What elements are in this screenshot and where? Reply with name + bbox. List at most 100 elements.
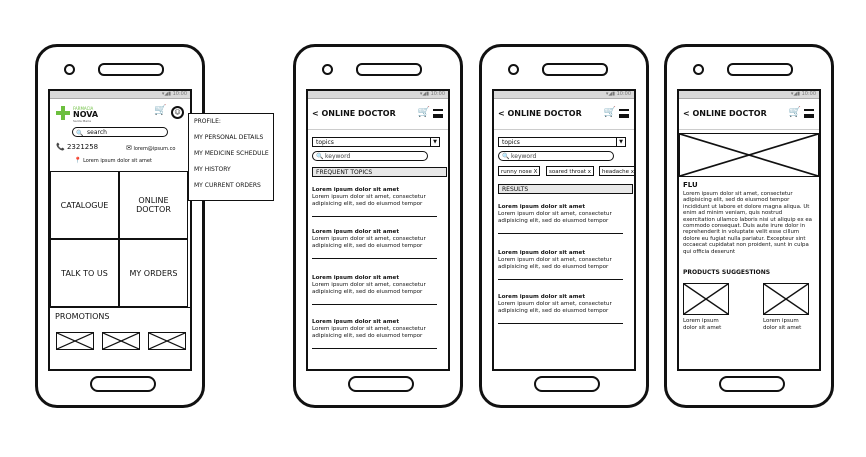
pin-icon: 📍 — [74, 157, 82, 164]
tile-my-orders[interactable]: MY ORDERS — [119, 239, 188, 307]
speaker-icon — [356, 63, 422, 76]
article-body: Lorem ipsum dolor sit amet, consectetur … — [498, 257, 612, 270]
product-caption[interactable]: Lorem ipsum dolor sit amet — [763, 318, 802, 331]
article-title: Lorem ipsum dolor sit amet — [312, 319, 399, 325]
cart-icon[interactable]: 🛒 — [788, 107, 801, 118]
back-icon[interactable]: < — [683, 109, 690, 118]
page-title[interactable]: < ONLINE DOCTOR — [312, 109, 396, 118]
topics-value: topics — [316, 139, 334, 146]
promo-image-placeholder[interactable] — [148, 332, 186, 350]
product-image-placeholder[interactable] — [683, 283, 729, 315]
speaker-icon — [727, 63, 793, 76]
cart-icon[interactable]: 🛒 — [417, 107, 430, 118]
camera-icon — [693, 64, 704, 75]
phone-icon: 📞 — [56, 143, 65, 151]
keyword-input[interactable]: 🔍 keyword — [312, 151, 428, 161]
chip-headache[interactable]: headache x — [599, 166, 634, 176]
chevron-down-icon[interactable]: ▼ — [616, 138, 625, 146]
menu-item-current-orders[interactable]: MY CURRENT ORDERS — [194, 182, 261, 189]
frequent-topics-header: FREQUENT TOPICS — [312, 167, 447, 177]
topics-value: topics — [502, 139, 520, 146]
chip-runny-nose[interactable]: runny nose X — [498, 166, 541, 176]
camera-icon — [322, 64, 333, 75]
doctor-screen: ▾◢▮ 10:00 < ONLINE DOCTOR 🛒 topics ▼ 🔍 k… — [306, 89, 450, 371]
article-title: Lorem ipsum dolor sit amet — [312, 187, 399, 193]
home-screen: ▾◢▮ 10:00 FARMACIA NOVA Santa Maria 🛒 ☺ … — [48, 89, 192, 371]
topic-heading: FLU — [683, 181, 698, 189]
product-image-placeholder[interactable] — [763, 283, 809, 315]
search-icon: 🔍 — [316, 153, 324, 160]
status-bar: ▾◢▮ 10:00 — [50, 91, 190, 99]
back-icon[interactable]: < — [312, 109, 319, 118]
menu-icon[interactable] — [433, 109, 443, 118]
promo-image-placeholder[interactable] — [102, 332, 140, 350]
article-title: Lorem ipsum dolor sit amet — [312, 275, 399, 281]
article-body: Lorem ipsum dolor sit amet, consectetur … — [312, 236, 426, 249]
cart-icon[interactable]: 🛒 — [603, 107, 616, 118]
search-input[interactable]: 🔍 search — [72, 127, 168, 137]
profile-icon[interactable]: ☺ — [171, 106, 184, 119]
article-body: Lorem ipsum dolor sit amet, consectetur … — [312, 326, 426, 339]
divider — [312, 216, 437, 217]
header: < ONLINE DOCTOR 🛒 — [308, 99, 448, 130]
email-contact[interactable]: ✉ lorem@ipsum.co — [126, 144, 175, 152]
email-text: lorem@ipsum.co — [133, 146, 176, 152]
phone-contact[interactable]: 📞 2321258 — [56, 143, 98, 151]
hero-image-placeholder — [679, 133, 819, 177]
back-icon[interactable]: < — [498, 109, 505, 118]
keyword-input[interactable]: 🔍 keyword — [498, 151, 614, 161]
topics-select[interactable]: topics ▼ — [498, 137, 626, 147]
cart-icon[interactable]: 🛒 — [154, 105, 167, 116]
home-button[interactable] — [90, 376, 156, 392]
menu-icon[interactable] — [619, 109, 629, 118]
home-button[interactable] — [534, 376, 600, 392]
phone-home: ▾◢▮ 10:00 FARMACIA NOVA Santa Maria 🛒 ☺ … — [35, 44, 205, 408]
menu-item-history[interactable]: MY HISTORY — [194, 166, 231, 173]
topics-select[interactable]: topics ▼ — [312, 137, 440, 147]
title-text: ONLINE DOCTOR — [507, 109, 582, 118]
divider — [498, 279, 623, 280]
address-text: Lorem ipsum dolor sit amet — [83, 158, 152, 164]
address: 📍 Lorem ipsum dolor sit amet — [74, 157, 152, 164]
header: < ONLINE DOCTOR 🛒 — [679, 99, 819, 130]
tile-online-doctor[interactable]: ONLINE DOCTOR — [119, 171, 188, 239]
product-caption[interactable]: Lorem ipsum dolor sit amet — [683, 318, 722, 331]
article-body: Lorem ipsum dolor sit amet, consectetur … — [312, 282, 426, 295]
home-button[interactable] — [719, 376, 785, 392]
menu-item-medicine-schedule[interactable]: MY MEDICINE SCHEDULE — [194, 150, 269, 157]
logo-super: FARMACIA — [73, 106, 94, 111]
article-body: Lorem ipsum dolor sit amet, consectetur … — [498, 301, 612, 314]
divider — [498, 323, 623, 324]
camera-icon — [508, 64, 519, 75]
home-button[interactable] — [348, 376, 414, 392]
tile-talk-to-us[interactable]: TALK TO US — [50, 239, 119, 307]
logo-name: NOVA — [73, 110, 99, 119]
page-title[interactable]: < ONLINE DOCTOR — [683, 109, 767, 118]
promotions-label: PROMOTIONS — [55, 312, 110, 321]
search-icon: 🔍 — [502, 153, 510, 160]
chevron-down-icon[interactable]: ▼ — [430, 138, 439, 146]
keyword-placeholder: keyword — [325, 153, 351, 160]
filter-chips: runny nose X soared throat x headache x — [498, 166, 634, 178]
speaker-icon — [542, 63, 608, 76]
promo-image-placeholder[interactable] — [56, 332, 94, 350]
page-title[interactable]: < ONLINE DOCTOR — [498, 109, 582, 118]
phone-number: 2321258 — [66, 143, 99, 151]
phone-online-doctor: ▾◢▮ 10:00 < ONLINE DOCTOR 🛒 topics ▼ 🔍 k… — [293, 44, 463, 408]
article-title: Lorem ipsum dolor sit amet — [498, 250, 585, 256]
chip-sore-throat[interactable]: soared throat x — [546, 166, 595, 176]
menu-icon[interactable] — [804, 109, 814, 118]
tile-catalogue[interactable]: CATALOGUE — [50, 171, 119, 239]
title-text: ONLINE DOCTOR — [321, 109, 396, 118]
menu-item-personal-details[interactable]: MY PERSONAL DETAILS — [194, 134, 264, 141]
topic-body: Lorem ipsum dolor sit amet, consectetur … — [683, 191, 812, 255]
status-bar: ▾◢▮ 10:00 — [308, 91, 448, 99]
divider — [312, 304, 437, 305]
